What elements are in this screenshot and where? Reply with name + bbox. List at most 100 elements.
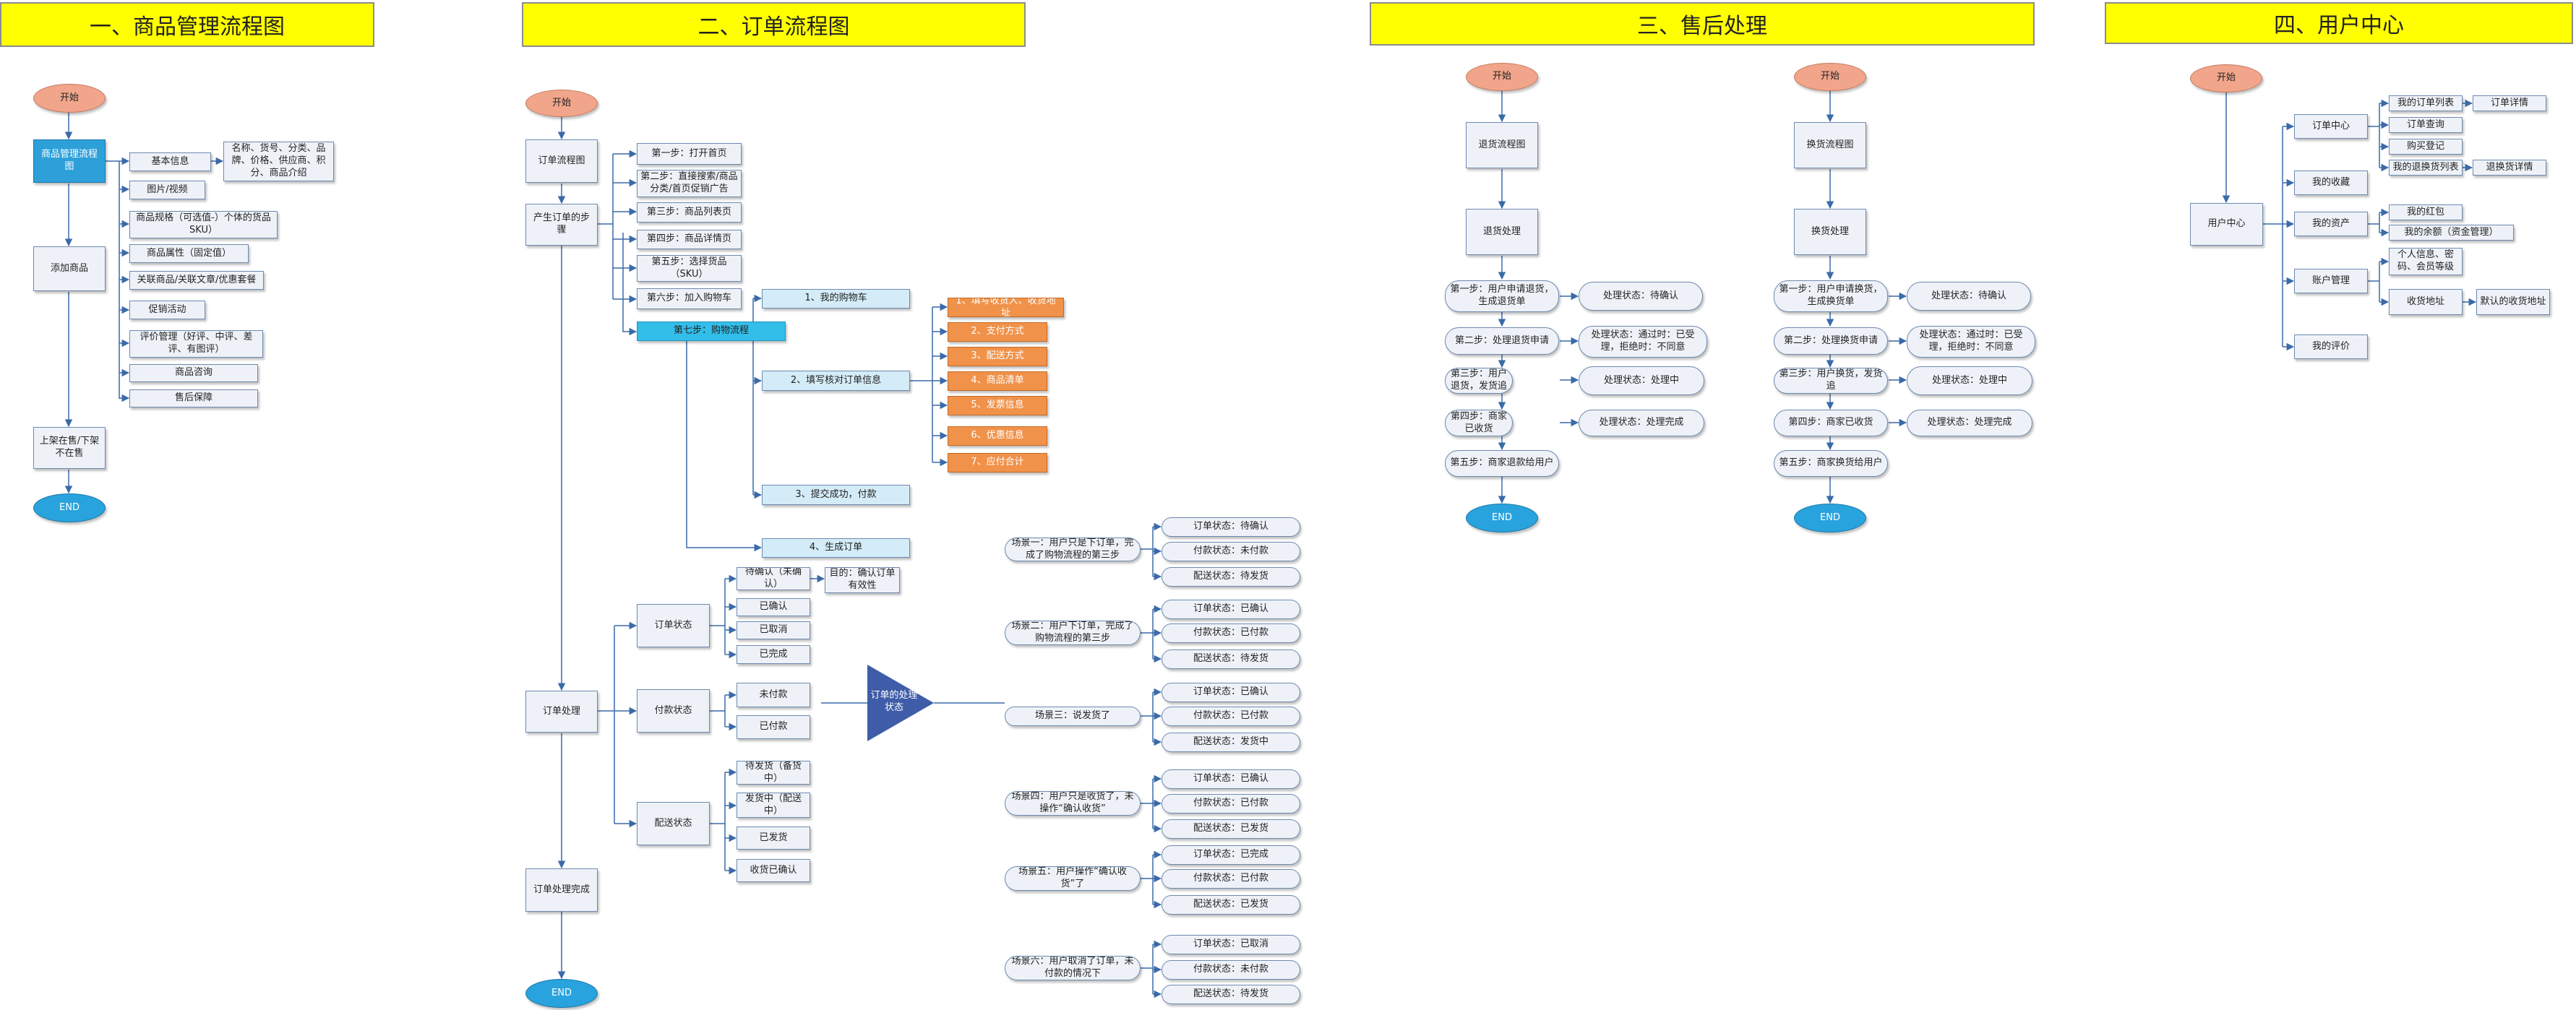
fill-item-invoice: 5、发票信息 <box>948 396 1047 415</box>
scenario-6-state-payment: 付款状态：未付款 <box>1162 960 1300 980</box>
start-node-user: 开始 <box>2190 64 2262 92</box>
order-step-3: 第三步：商品列表页 <box>637 202 742 223</box>
status-group-payment: 付款状态 <box>637 689 710 733</box>
order-flow-node: 订单流程图 <box>525 139 598 183</box>
exchange-state-pending: 处理状态：待确认 <box>1907 282 2031 311</box>
scenario-2-state-payment: 付款状态：已付款 <box>1162 623 1300 643</box>
order-item-query: 订单查询 <box>2389 117 2463 133</box>
order-status-cancelled: 已取消 <box>737 621 810 639</box>
shop-step-cart: 1、我的购物车 <box>762 289 910 308</box>
exchange-state-processing: 处理状态：处理中 <box>1907 366 2032 395</box>
return-state-done: 处理状态：处理完成 <box>1579 410 1704 436</box>
exchange-step-3: 第三步：用户换货，发货追 <box>1774 368 1888 394</box>
return-state-processing: 处理状态：处理中 <box>1579 366 1704 395</box>
product-item-image: 图片/视频 <box>129 181 205 199</box>
order-detail-node: 订单详情 <box>2473 95 2546 111</box>
scenario-2-state-order: 订单状态：已确认 <box>1162 600 1300 619</box>
section-title-product: 一、商品管理流程图 <box>0 2 374 47</box>
return-step-2: 第二步：处理退货申请 <box>1445 327 1559 355</box>
product-basic-detail: 名称、货号、分类、品牌、价格、供应商、积分、商品介绍 <box>223 142 334 181</box>
scenario-6-state-order: 订单状态：已取消 <box>1162 935 1300 954</box>
fill-item-shipping: 3、配送方式 <box>948 347 1047 366</box>
start-node-exchange: 开始 <box>1794 63 1866 91</box>
order-status-pending: 待确认（未确认） <box>737 567 810 590</box>
scenario-2-state-shipping: 配送状态：待发货 <box>1162 649 1300 669</box>
end-node-return: END <box>1466 504 1538 532</box>
fill-item-discount: 6、优惠信息 <box>948 426 1047 446</box>
order-status-completed: 已完成 <box>737 645 810 664</box>
scenario-6: 场景六：用户取消了订单，未付款的情况下 <box>1005 956 1141 980</box>
product-item-review: 评价管理（好评、中评、差评、有图评） <box>129 330 263 358</box>
section-title-aftersale: 三、售后处理 <box>1370 2 2035 46</box>
user-group-favorites: 我的收藏 <box>2294 171 2368 195</box>
shop-step-order: 4、生成订单 <box>762 538 910 558</box>
scenario-4-state-shipping: 配送状态：已发货 <box>1162 819 1300 839</box>
start-node-product: 开始 <box>33 84 106 113</box>
scenario-5-state-payment: 付款状态：已付款 <box>1162 869 1300 889</box>
end-node-order: END <box>525 979 598 1008</box>
scenario-5-state-order: 订单状态：已完成 <box>1162 845 1300 865</box>
fill-item-address: 1、填写收货人、收货地址 <box>948 298 1064 317</box>
end-node-exchange: END <box>1794 504 1866 532</box>
scenario-3: 场景三：说发货了 <box>1005 707 1141 726</box>
shelf-status-node: 上架在售/下架不在售 <box>33 427 106 469</box>
return-flow-node: 退货流程图 <box>1466 122 1538 168</box>
fill-item-total: 7、应付合计 <box>948 453 1047 472</box>
scenario-1: 场景一：用户只是下订单，完成了购物流程的第三步 <box>1005 538 1141 561</box>
order-status-confirmed: 已确认 <box>737 598 810 616</box>
section-title-user: 四、用户中心 <box>2105 2 2573 44</box>
add-product-node: 添加商品 <box>33 246 106 291</box>
scenario-5: 场景五：用户操作“确认收货”了 <box>1005 866 1141 891</box>
account-item-address: 收货地址 <box>2389 289 2463 315</box>
return-step-1: 第一步：用户申请退货，生成退货单 <box>1445 280 1559 312</box>
product-item-attr: 商品属性（固定值） <box>129 244 249 263</box>
payment-status-paid: 已付款 <box>737 715 810 739</box>
scenario-2: 场景二：用户下订单，完成了购物流程的第三步 <box>1005 621 1141 645</box>
product-flow-node: 商品管理流程图 <box>33 139 106 183</box>
exchange-state-done: 处理状态：处理完成 <box>1907 410 2032 436</box>
order-step-1: 第一步：打开首页 <box>637 143 742 165</box>
order-item-list: 我的订单列表 <box>2389 95 2463 111</box>
user-group-orders: 订单中心 <box>2294 114 2368 139</box>
status-group-shipping: 配送状态 <box>637 802 710 845</box>
shop-step-pay: 3、提交成功，付款 <box>762 485 910 505</box>
order-step-5: 第五步：选择货品（SKU） <box>637 255 742 282</box>
order-step-2: 第二步：直接搜索/商品分类/首页促销广告 <box>637 170 742 197</box>
order-item-register: 购买登记 <box>2389 139 2463 155</box>
asset-item-redpacket: 我的红包 <box>2389 204 2463 220</box>
return-step-5: 第五步：商家退款给用户 <box>1445 450 1559 477</box>
order-done-node: 订单处理完成 <box>525 868 598 912</box>
end-node-product: END <box>33 493 106 522</box>
fill-item-payment: 2、支付方式 <box>948 322 1047 342</box>
default-address-node: 默认的收货地址 <box>2476 289 2550 315</box>
return-step-3: 第三步：用户退货，发货追 <box>1445 368 1513 394</box>
exchange-state-accepted: 处理状态：通过时：已受理，拒绝时：不同意 <box>1907 326 2035 358</box>
scenario-3-state-payment: 付款状态：已付款 <box>1162 707 1300 726</box>
product-item-basic: 基本信息 <box>129 152 211 171</box>
shipping-status-shipped: 已发货 <box>737 826 810 850</box>
return-handle-node: 退货处理 <box>1466 209 1538 255</box>
payment-status-unpaid: 未付款 <box>737 683 810 707</box>
order-generate-node: 产生订单的步骤 <box>525 204 598 246</box>
scenario-5-state-shipping: 配送状态：已发货 <box>1162 895 1300 915</box>
fill-item-goods: 4、商品清单 <box>948 371 1047 391</box>
order-item-returns: 我的退换货列表 <box>2389 160 2463 176</box>
order-step-4: 第四步：商品详情页 <box>637 230 742 249</box>
return-detail-node: 退换货详情 <box>2473 160 2546 176</box>
scenario-1-state-shipping: 配送状态：待发货 <box>1162 567 1300 587</box>
shop-step-fill: 2、填写核对订单信息 <box>762 371 910 391</box>
scenario-4-state-order: 订单状态：已确认 <box>1162 769 1300 789</box>
asset-item-balance: 我的余额（资金管理） <box>2389 225 2514 241</box>
return-state-pending: 处理状态：待确认 <box>1579 282 1703 311</box>
account-item-profile: 个人信息、密码、会员等级 <box>2389 248 2463 275</box>
exchange-step-1: 第一步：用户申请换货，生成换货单 <box>1774 280 1888 312</box>
exchange-step-4: 第四步：商家已收货 <box>1774 410 1888 436</box>
exchange-step-2: 第二步：处理换货申请 <box>1774 327 1888 355</box>
user-group-reviews: 我的评价 <box>2294 334 2368 359</box>
scenario-1-state-payment: 付款状态：未付款 <box>1162 542 1300 561</box>
scenario-3-state-shipping: 配送状态：发货中 <box>1162 733 1300 752</box>
return-step-4: 第四步：商家已收货 <box>1445 410 1513 436</box>
user-group-account: 账户管理 <box>2294 269 2368 293</box>
product-item-promo: 促销活动 <box>129 301 205 319</box>
order-state-triangle-label: 订单的处理状态 <box>870 690 918 713</box>
